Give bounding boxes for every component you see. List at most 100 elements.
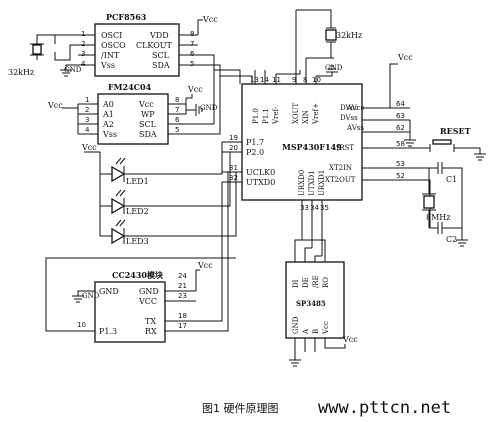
pcf-num-2: 2 — [81, 40, 85, 48]
fm-pin-a0: A0 — [102, 100, 114, 109]
msp-num-58: 58 — [396, 140, 405, 148]
reset-label: RESET — [440, 126, 471, 136]
msp-num-53: 53 — [396, 160, 405, 168]
msp-pin-p11: P1.1 — [262, 108, 270, 124]
pcf-gnd-label: GND — [64, 66, 82, 74]
figure-caption: 图1 硬件原理图 — [202, 402, 279, 415]
sp-pin-de: DE — [302, 277, 310, 288]
msp-pin-utxd0: UTXD0 — [246, 178, 275, 187]
msp-pin-utxd1: UTXD1 — [308, 170, 316, 196]
msp-num-33: 33 — [300, 204, 309, 212]
fm-num-5: 5 — [175, 126, 179, 134]
msp-num-13: 13 — [250, 76, 259, 84]
sp3485-title: SP3485 — [296, 299, 326, 308]
fm24c04-block: FM24C04 A0 A1 A2 Vss Vcc WP SCL SDA 1 2 … — [47, 82, 218, 145]
msp-num-20: 20 — [229, 144, 238, 152]
msp-gnd-label: GND — [325, 64, 343, 72]
msp-num-8: 8 — [303, 76, 307, 84]
pcf-vcc-label: Vcc — [202, 15, 218, 24]
pcf-pin-sda: SDA — [152, 61, 170, 70]
led1-icon — [111, 165, 126, 183]
pcf-crystal-label: 32kHz — [8, 68, 34, 77]
cc-num-24: 24 — [178, 272, 187, 280]
cc-pin-gnd2: GND — [139, 287, 159, 296]
msp430-title: MSP430F149 — [282, 142, 342, 152]
pcf8563-title: PCF8563 — [106, 12, 147, 22]
fm-num-4: 4 — [85, 126, 90, 134]
sp-vcc-label: Vcc — [342, 335, 358, 344]
msp430-chip — [241, 83, 363, 201]
xt2-crystal — [423, 195, 435, 209]
pcf-pin-osci: OSCI — [101, 31, 122, 40]
fm-num-3: 3 — [85, 116, 89, 124]
fm-pin-a1: A1 — [102, 110, 114, 119]
cc-pin-tx: TX — [145, 317, 156, 326]
msp-pin-p20: P2.0 — [246, 148, 264, 157]
msp-pin-urxd1: URXD1 — [318, 170, 326, 196]
cc-num-10: 10 — [77, 321, 86, 329]
msp-pin-p10: P1.0 — [252, 108, 260, 124]
cc2430-title: CC2430模块 — [112, 270, 164, 280]
msp-crystal-label: 32kHz — [336, 31, 362, 40]
xt2-c1-label: C1 — [446, 175, 457, 184]
xt2-crystal-label: 8MHz — [426, 213, 450, 222]
pcf-num-5: 5 — [190, 60, 194, 68]
pcf-pin-scl: SCL — [152, 51, 170, 60]
pcf-num-6: 6 — [190, 50, 195, 58]
msp-num-52: 52 — [396, 172, 405, 180]
msp-num-9: 9 — [292, 76, 296, 84]
msp-pin-xin: XIN — [302, 110, 310, 124]
msp-pin-avss: AVss — [346, 124, 364, 132]
fm-vcc-right-label: Vcc — [187, 85, 203, 94]
fm-pin-sda: SDA — [139, 130, 157, 139]
reset-block: RESET — [420, 126, 486, 161]
pcf-pin-clkout: CLKOUT — [136, 41, 172, 50]
sp3485-chip — [285, 261, 345, 339]
led2-label: LED2 — [126, 207, 149, 216]
fm-num-8: 8 — [175, 96, 179, 104]
pcf-pin-vdd: VDD — [149, 31, 169, 40]
pcf-crystal — [32, 44, 42, 55]
msp-pin-p17: P1.7 — [246, 138, 264, 147]
pcf-num-4: 4 — [81, 60, 86, 68]
pcf-num-8: 8 — [190, 30, 194, 38]
led-vcc-label: Vcc — [81, 143, 97, 152]
pcf8563-block: PCF8563 OSCI OSCO /INT Vss VDD CLKOUT SC… — [8, 12, 218, 77]
fm24c04-chip — [97, 93, 169, 145]
msp-num-62: 62 — [396, 124, 405, 132]
reset-button[interactable] — [432, 139, 452, 145]
cc2430-block: CC2430模块 GND GND VCC TX RX P1.3 21 23 24… — [45, 172, 236, 343]
msp-pin-dvss: DVss — [340, 114, 358, 122]
cc-pin-p13: P1.3 — [99, 327, 117, 336]
pcf-pin-vss: Vss — [100, 61, 115, 70]
fm-num-1: 1 — [85, 96, 89, 104]
fm-pin-a2: A2 — [102, 120, 114, 129]
led2-icon — [111, 197, 126, 215]
msp-vcc-label: Vcc — [397, 53, 413, 62]
led3-icon — [111, 227, 126, 245]
cc-pin-vcc: VCC — [138, 297, 157, 306]
cc-num-18: 18 — [178, 312, 187, 320]
sp-pin-vcc: Vcc — [322, 321, 330, 335]
cc-pin-rx: RX — [145, 327, 157, 336]
cc-pin-gnd: GND — [99, 287, 119, 296]
msp-pin-xt2out: XT2OUT — [325, 176, 356, 184]
msp-crystal — [325, 29, 337, 41]
cc-vcc-label: Vcc — [197, 261, 213, 270]
fm-pin-wp: WP — [141, 110, 155, 119]
msp-pin-vref-plus: Vref+ — [312, 103, 320, 125]
fm-pin-vcc: Vcc — [138, 100, 154, 109]
msp-num-34: 34 — [310, 204, 319, 212]
led1-label: LED1 — [126, 177, 149, 186]
msp-num-19: 19 — [229, 134, 238, 142]
cc2430-chip — [94, 281, 166, 343]
pcf-num-3: 3 — [81, 50, 85, 58]
fm-vcc-left-label: Vcc — [47, 101, 63, 110]
msp-num-31: 31 — [229, 164, 238, 172]
xt2-block: C1 C2 8MHz — [420, 162, 468, 247]
msp430-block: MSP430F149 P1.0 P1.1 Vref- XOUT XIN Vref… — [222, 9, 420, 256]
sp3485-block: DI DE /RE RO SP3485 GND A B Vcc Vcc — [285, 239, 358, 367]
xt2-c2-label: C2 — [446, 235, 457, 244]
cc-num-17: 17 — [178, 322, 187, 330]
